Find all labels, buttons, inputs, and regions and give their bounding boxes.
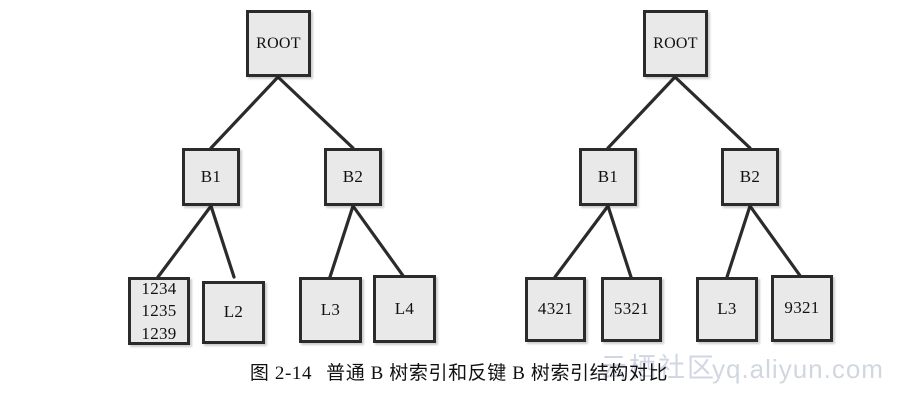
edge-right-b2-leaf4 — [748, 204, 803, 279]
node-label: ROOT — [653, 34, 698, 52]
right-tree-leaf-9321: 9321 — [771, 275, 833, 342]
left-tree-branch-b2: B2 — [324, 148, 382, 206]
left-tree-leaf-l4: L4 — [373, 275, 436, 343]
left-tree-leaf-l3: L3 — [299, 277, 362, 343]
edge-left-root-b2 — [276, 75, 355, 150]
node-label: L3 — [320, 299, 341, 319]
right-tree-branch-b1: B1 — [579, 148, 637, 206]
edge-left-b2-leaf3 — [328, 204, 355, 279]
node-label: 5321 — [613, 299, 650, 319]
node-label-line2: 1235 — [141, 301, 177, 321]
node-label: B2 — [342, 166, 364, 186]
left-tree-leaf-l2: L2 — [202, 281, 265, 344]
node-label-line1: 1234 — [141, 278, 177, 298]
right-tree-root-node: ROOT — [643, 10, 708, 77]
left-tree-branch-b1: B1 — [182, 148, 240, 206]
edge-right-b1-leaf1 — [553, 204, 610, 279]
node-label: 4321 — [537, 299, 574, 319]
edge-right-b1-leaf2 — [606, 204, 633, 279]
figure-caption: 图 2-14 普通 B 树索引和反键 B 树索引结构对比 — [0, 358, 918, 385]
edge-right-root-b2 — [673, 75, 752, 150]
right-tree-branch-b2: B2 — [721, 148, 779, 206]
right-tree-leaf-l3: L3 — [696, 277, 758, 342]
left-tree-root-node: ROOT — [246, 10, 311, 77]
left-tree-leaf-1234: 1234 1235 1239 — [128, 277, 190, 345]
node-label: ROOT — [256, 34, 301, 52]
node-label: B1 — [597, 166, 619, 186]
edge-left-b2-leaf4 — [351, 204, 406, 279]
edge-left-b1-leaf1 — [156, 204, 213, 279]
node-label: B2 — [739, 166, 761, 186]
edge-right-root-b1 — [606, 75, 677, 150]
edge-left-b1-leaf2 — [209, 204, 236, 279]
figure-caption-text: 普通 B 树索引和反键 B 树索引结构对比 — [326, 363, 669, 384]
node-label-line3: 1239 — [141, 323, 177, 343]
node-label: L3 — [717, 299, 737, 319]
node-label: B1 — [200, 166, 222, 186]
node-label: L2 — [223, 302, 244, 322]
node-label: 9321 — [784, 298, 820, 318]
right-tree-leaf-4321: 4321 — [525, 277, 586, 342]
edge-right-b2-leaf3 — [725, 204, 752, 279]
node-label: L4 — [394, 298, 415, 318]
edge-left-root-b1 — [209, 75, 280, 150]
figure-caption-number: 图 2-14 — [249, 363, 313, 384]
right-tree-leaf-5321: 5321 — [601, 277, 662, 342]
